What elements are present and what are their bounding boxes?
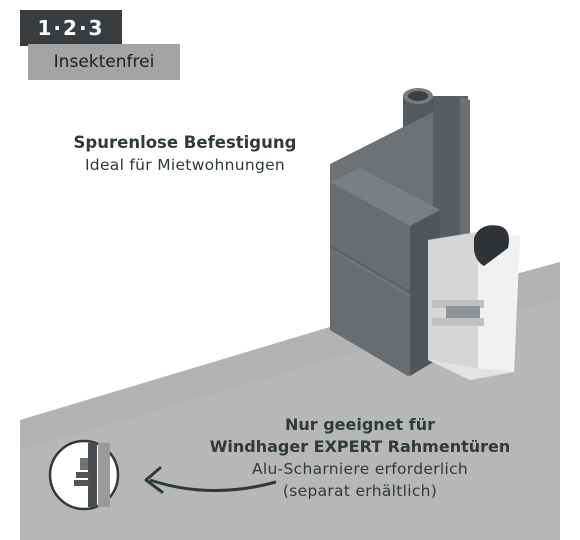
note-line-1: Nur geeignet für	[284, 415, 436, 434]
note-line-4: (separat erhältlich)	[282, 482, 438, 500]
headline-subtitle: Ideal für Mietwohnungen	[84, 156, 286, 174]
step-badge: 1·2·3	[20, 10, 122, 46]
hinge-plate	[428, 225, 520, 380]
note-line-2: Windhager EXPERT Rahmentüren	[209, 437, 511, 456]
hinge-detail-circle	[48, 439, 120, 511]
note-line-3: Alu-Scharniere erforderlich	[251, 460, 469, 478]
compatibility-note: Nur geeignet für Windhager EXPERT Rahmen…	[180, 414, 540, 502]
headline-block: Spurenlose Befestigung Ideal für Mietwoh…	[40, 132, 330, 176]
headline-title: Spurenlose Befestigung	[73, 133, 297, 152]
curved-arrow-icon	[149, 478, 277, 492]
feature-tag: Insektenfrei	[28, 44, 180, 80]
